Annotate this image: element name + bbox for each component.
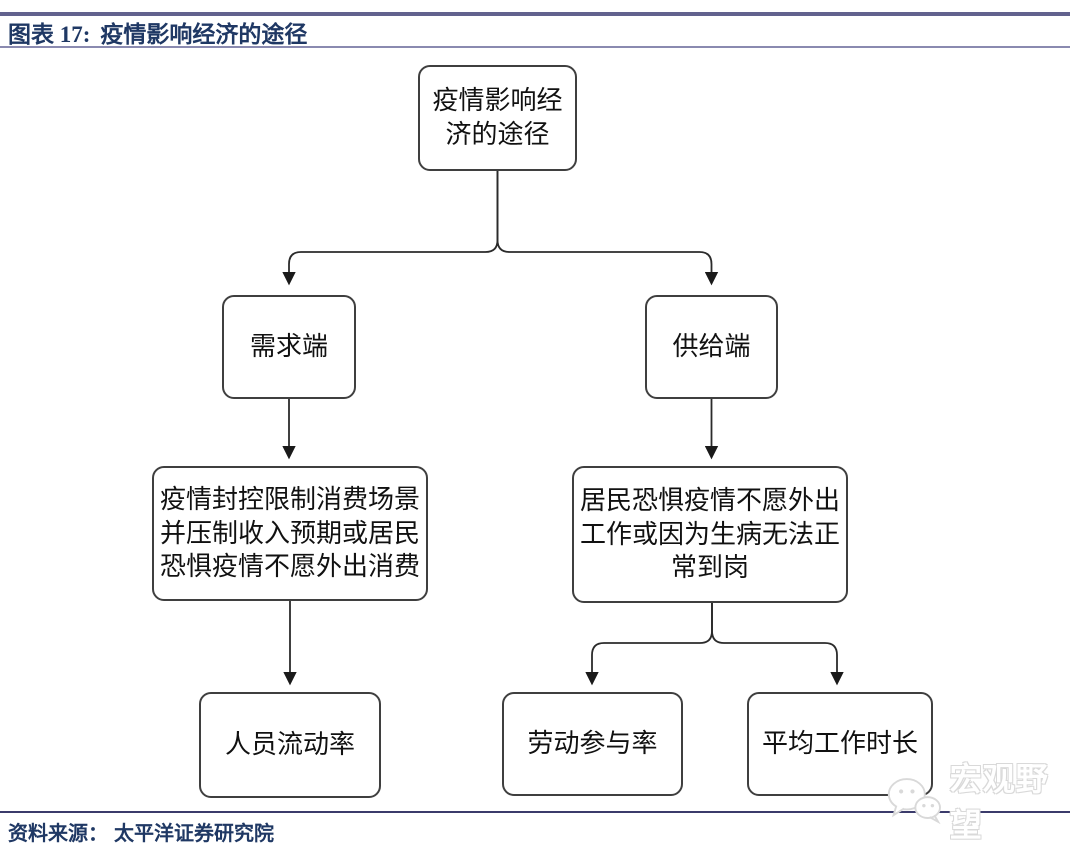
figure-caption: 图表 17: 疫情影响经济的途径 xyxy=(8,17,1068,47)
figure-title: 疫情影响经济的途径 xyxy=(100,22,308,47)
node-demand-side: 需求端 xyxy=(222,295,356,399)
caption-accent-bar xyxy=(0,12,1070,16)
figure-label: 图表 17: xyxy=(8,22,91,47)
node-average-work-hours: 平均工作时长 xyxy=(747,692,933,796)
node-labor-participation: 劳动参与率 xyxy=(502,692,683,796)
node-root: 疫情影响经 济的途径 xyxy=(418,65,577,171)
source-text: 太平洋证券研究院 xyxy=(114,823,274,845)
node-demand-detail: 疫情封控限制消费场景 并压制收入预期或居民 恐惧疫情不愿外出消费 xyxy=(152,466,428,601)
source-divider xyxy=(0,811,1070,813)
source-note: 资料来源： 太平洋证券研究院 xyxy=(8,817,274,846)
node-supply-side: 供给端 xyxy=(645,295,778,399)
node-personnel-mobility: 人员流动率 xyxy=(199,692,381,798)
source-label: 资料来源： xyxy=(8,823,108,845)
node-supply-detail: 居民恐惧疫情不愿外出 工作或因为生病无法正 常到岗 xyxy=(572,466,848,603)
caption-underline xyxy=(0,46,1070,48)
